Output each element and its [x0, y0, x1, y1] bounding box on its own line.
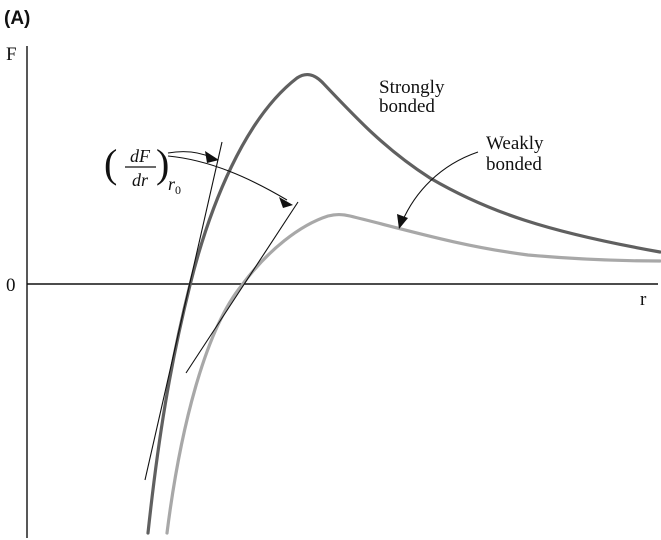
derivative-numerator: dF [130, 146, 151, 166]
arrowhead-strong [205, 151, 219, 163]
panel-label: (A) [4, 8, 30, 29]
y-axis-label: F [6, 44, 17, 65]
x-axis-label: r [640, 289, 647, 310]
arrowhead-weak [279, 197, 293, 208]
tangent-line-weak [185, 201, 299, 374]
strongly-bonded-label-line2: bonded [379, 96, 435, 117]
derivative-label: ( dF dr ) r0 [104, 141, 181, 197]
derivative-subscript: r0 [168, 174, 181, 197]
right-paren: ) [156, 141, 169, 186]
derivative-denominator: dr [132, 170, 149, 190]
strongly-bonded-curve [146, 72, 661, 535]
left-paren: ( [104, 141, 117, 186]
arrowhead-weak-curve [397, 214, 408, 229]
zero-label: 0 [6, 275, 16, 296]
arrow-to-weak-curve [401, 151, 479, 223]
strongly-bonded-label-line1: Strongly [379, 77, 445, 98]
tangent-line-strong [144, 141, 223, 481]
arrow-to-weak-tangent [167, 155, 288, 201]
weakly-bonded-label-line1: Weakly [486, 133, 544, 154]
weakly-bonded-curve [165, 212, 661, 535]
weakly-bonded-label-line2: bonded [486, 154, 542, 175]
